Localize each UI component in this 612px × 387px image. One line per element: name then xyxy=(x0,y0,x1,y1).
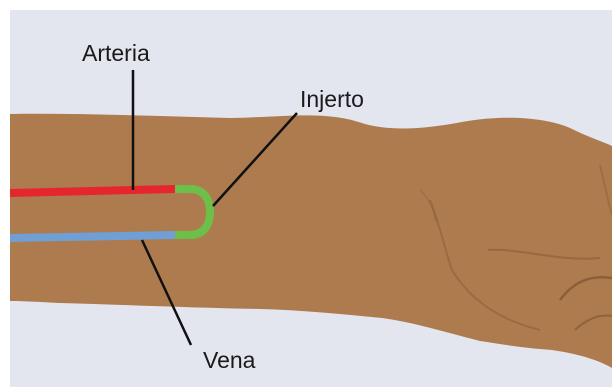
artery-label: Arteria xyxy=(82,40,150,66)
graft-label: Injerto xyxy=(300,86,364,112)
vein-label: Vena xyxy=(203,347,256,373)
artery-vessel xyxy=(10,189,175,193)
vein-vessel xyxy=(10,235,175,238)
